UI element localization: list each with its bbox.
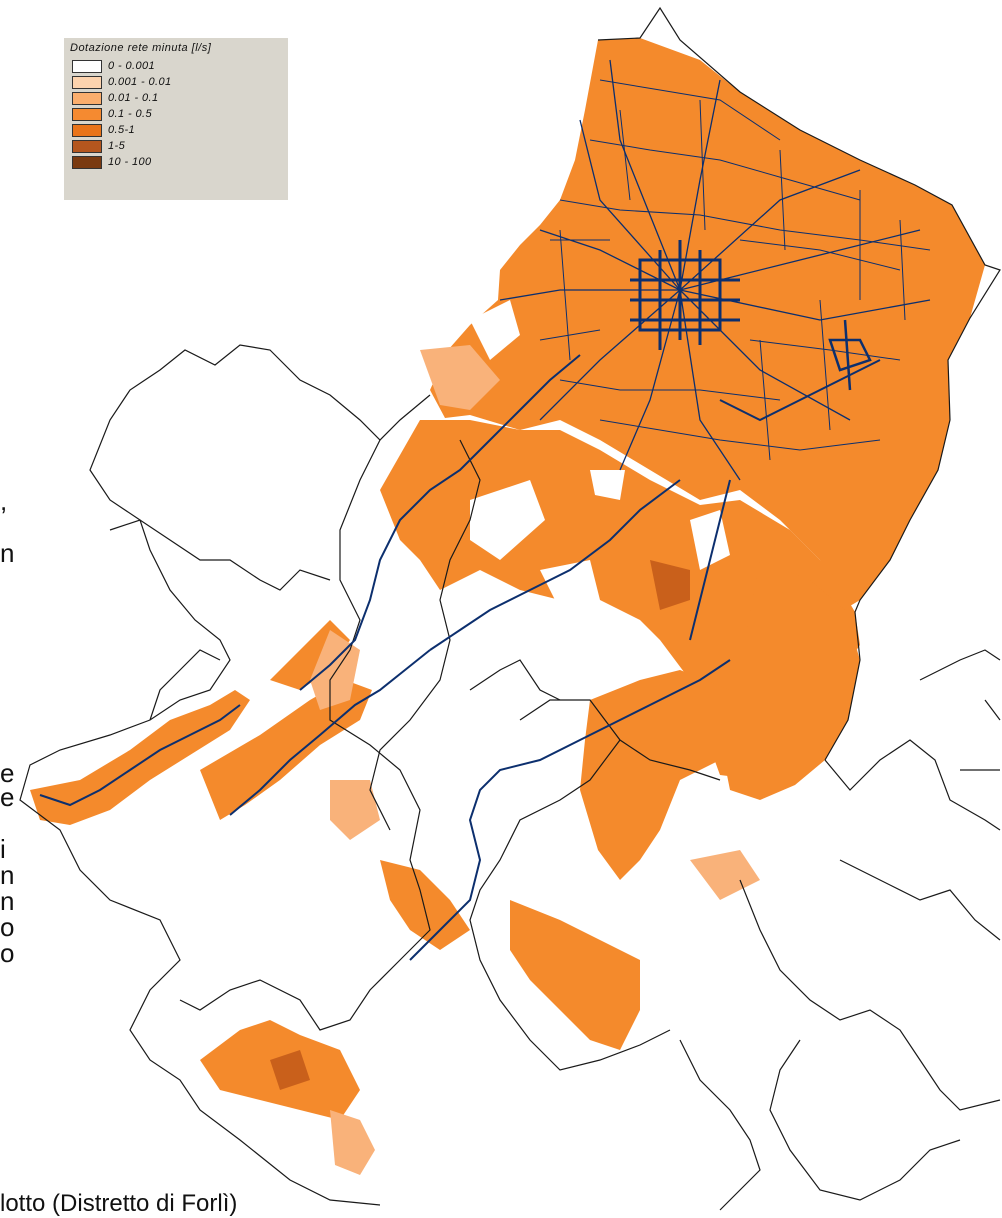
south-patch-fill [510, 900, 640, 1050]
valley-network-5 [429, 479, 681, 651]
legend-title: Dotazione rete minuta [l/s] [70, 42, 212, 54]
urban-network-mesh [539, 79, 931, 461]
valley-network-1 [39, 704, 241, 807]
legend-item: 0.01 - 0.1 [70, 90, 282, 106]
legend-label: 0.1 - 0.5 [108, 108, 152, 120]
figure-caption: lotto (Distretto di Forlì) [0, 1190, 238, 1217]
southwest-tail-fill [330, 1110, 375, 1175]
legend-label: 0 - 0.001 [108, 60, 156, 72]
legend-swatch [72, 91, 102, 105]
west-valley-fill-1 [30, 690, 250, 825]
south-east-fill [580, 670, 750, 880]
legend-label: 10 - 100 [108, 156, 152, 168]
valley-network-4 [409, 659, 731, 961]
light-fill-1 [420, 345, 500, 410]
light-fill-3 [330, 780, 380, 840]
boundary-inner-4 [149, 649, 221, 721]
boundary-southeast [739, 879, 1001, 1111]
side-text-fragment: o [0, 938, 15, 968]
white-hole-4 [540, 560, 600, 610]
white-hole-5 [690, 510, 730, 570]
water-supply-fill-layer [30, 38, 985, 1175]
boundary-mid-1 [369, 439, 481, 831]
outer-boundary-north [597, 6, 1001, 761]
legend-item: 0 - 0.001 [70, 58, 282, 74]
south-mid-fill [380, 860, 470, 950]
legend-swatch [72, 107, 102, 121]
side-text-fragment: n [0, 860, 15, 890]
side-text-fragment: o [0, 912, 15, 942]
legend-items: 0 - 0.001 0.001 - 0.01 0.01 - 0.1 0.1 - 0.5… [70, 58, 282, 170]
valley-network-6 [689, 479, 731, 641]
light-fill-4 [690, 850, 760, 900]
side-text-fragment: e [0, 758, 15, 788]
boundary-inner-2 [469, 659, 561, 701]
white-hole-3 [470, 480, 545, 560]
boundary-west-1 [19, 344, 431, 1206]
dark-fill-2 [270, 1050, 310, 1090]
urban-area-fill [430, 38, 985, 612]
boundary-east-3 [839, 859, 1001, 941]
boundary-east-2 [919, 649, 1001, 771]
map-legend: Dotazione rete minuta [l/s] 0 - 0.001 0.0… [64, 38, 288, 200]
valley-network-2 [229, 649, 431, 816]
legend-label: 0.01 - 0.1 [108, 92, 159, 104]
water-network [39, 59, 931, 961]
boundary-inner-3 [109, 519, 331, 591]
east-lobe-fill [720, 560, 860, 800]
legend-swatch [72, 123, 102, 137]
district-boundaries [19, 6, 1001, 1211]
valley-network-3 [299, 354, 581, 691]
east-town-network [828, 319, 872, 391]
legend-swatch [72, 59, 102, 73]
boundary-west-2 [179, 439, 431, 1031]
legend-item: 0.5-1 [70, 122, 282, 138]
boundary-mid-2 [469, 739, 671, 1071]
legend-label: 0.5-1 [108, 124, 136, 136]
legend-item: 0.1 - 0.5 [70, 106, 282, 122]
legend-item: 0.001 - 0.01 [70, 74, 282, 90]
legend-item: 1-5 [70, 138, 282, 154]
dark-fill-1 [650, 560, 690, 610]
valley-network-7 [719, 359, 881, 422]
white-hole-1 [470, 300, 520, 360]
side-text-fragment: n [0, 886, 15, 916]
side-text-fragment: i [0, 834, 6, 864]
boundary-east-1 [824, 739, 1001, 831]
light-fill-2 [310, 630, 360, 710]
side-text-fragment: e [0, 782, 15, 812]
boundary-south-1 [679, 1039, 761, 1211]
legend-item: 10 - 100 [70, 154, 282, 170]
side-text-fragment: n [0, 538, 15, 568]
legend-swatch [72, 75, 102, 89]
legend-label: 0.001 - 0.01 [108, 76, 172, 88]
boundary-south-2 [769, 1039, 961, 1201]
side-text-fragment: , [0, 486, 8, 516]
legend-label: 1-5 [108, 140, 126, 152]
urban-network-radials [499, 59, 931, 481]
boundary-inner-1 [519, 699, 721, 781]
west-valley-fill-2 [200, 680, 372, 820]
legend-swatch [72, 139, 102, 153]
legend-swatch [72, 155, 102, 169]
white-hole-2 [590, 470, 625, 500]
